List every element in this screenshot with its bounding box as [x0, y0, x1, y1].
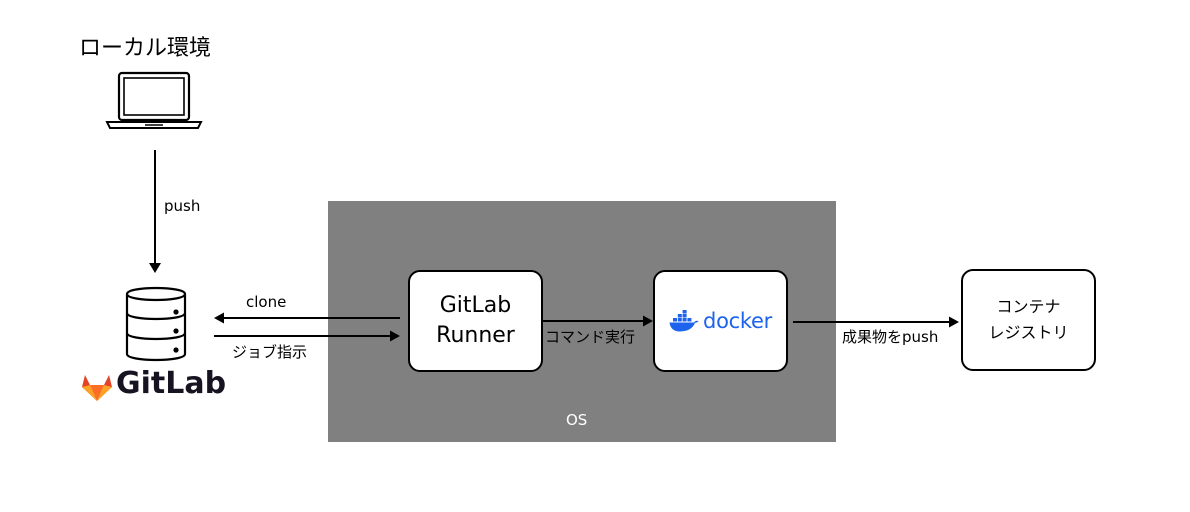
gitlab-tanuki-icon	[82, 375, 112, 401]
database-server-icon	[125, 286, 187, 362]
runner-line2: Runner	[436, 323, 515, 348]
docker-whale-icon	[669, 310, 699, 332]
docker-box: docker	[653, 270, 788, 372]
registry-line2: レジストリ	[988, 323, 1069, 342]
container-registry-box: コンテナ レジストリ	[961, 269, 1096, 371]
docker-label: docker	[703, 309, 772, 333]
job-instruction-label: ジョブ指示	[232, 343, 308, 361]
os-label: OS	[566, 411, 588, 429]
laptop-icon	[105, 71, 203, 129]
registry-line1: コンテナ	[996, 297, 1061, 316]
runner-line1: GitLab	[439, 293, 512, 318]
gitlab-logo-text: GitLab	[116, 366, 227, 401]
push-arrow	[149, 150, 161, 273]
clone-job-arrows	[214, 312, 400, 342]
clone-label: clone	[246, 293, 287, 311]
command-arrow	[543, 315, 653, 327]
push-artifact-label: 成果物をpush	[842, 328, 939, 346]
push-label: push	[164, 197, 201, 215]
local-env-title: ローカル環境	[79, 36, 212, 61]
gitlab-runner-box: GitLab Runner	[408, 270, 543, 372]
push-artifact-arrow	[793, 316, 959, 328]
command-exec-label: コマンド実行	[545, 328, 636, 346]
